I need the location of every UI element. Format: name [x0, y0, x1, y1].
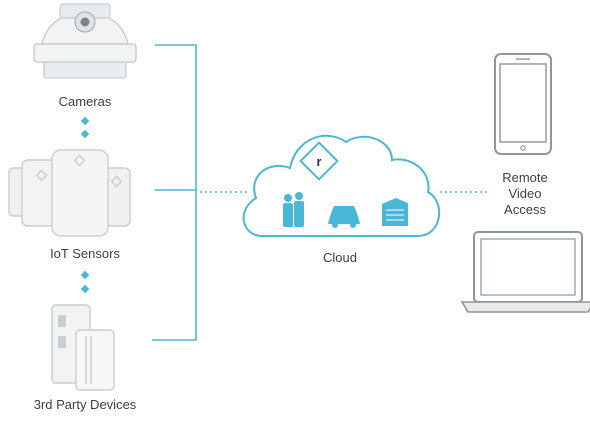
remote-video-access-label: Remote Video Access	[480, 170, 570, 218]
logo-letter: r	[316, 154, 321, 169]
cloud-label: Cloud	[323, 250, 357, 265]
smartphone-icon	[494, 53, 552, 155]
remote-label-line-3: Access	[504, 202, 546, 217]
laptop-icon	[460, 231, 590, 313]
car-icon	[328, 206, 360, 228]
iot-sensors-icon	[8, 149, 131, 237]
remote-label-line-1: Remote	[502, 170, 548, 185]
building-icon	[382, 198, 408, 226]
third-party-devices-icon	[51, 304, 115, 391]
iot-sensors-label: IoT Sensors	[50, 246, 120, 261]
logo-diamond-icon: r	[299, 141, 339, 181]
cameras-label: Cameras	[58, 94, 112, 109]
people-icon	[283, 192, 304, 227]
remote-label-line-2: Video	[508, 186, 542, 201]
chain-diamonds	[80, 116, 90, 294]
third-party-devices-label: 3rd Party Devices	[33, 397, 137, 412]
connector-bracket	[152, 44, 197, 341]
camera-icon	[33, 3, 137, 79]
